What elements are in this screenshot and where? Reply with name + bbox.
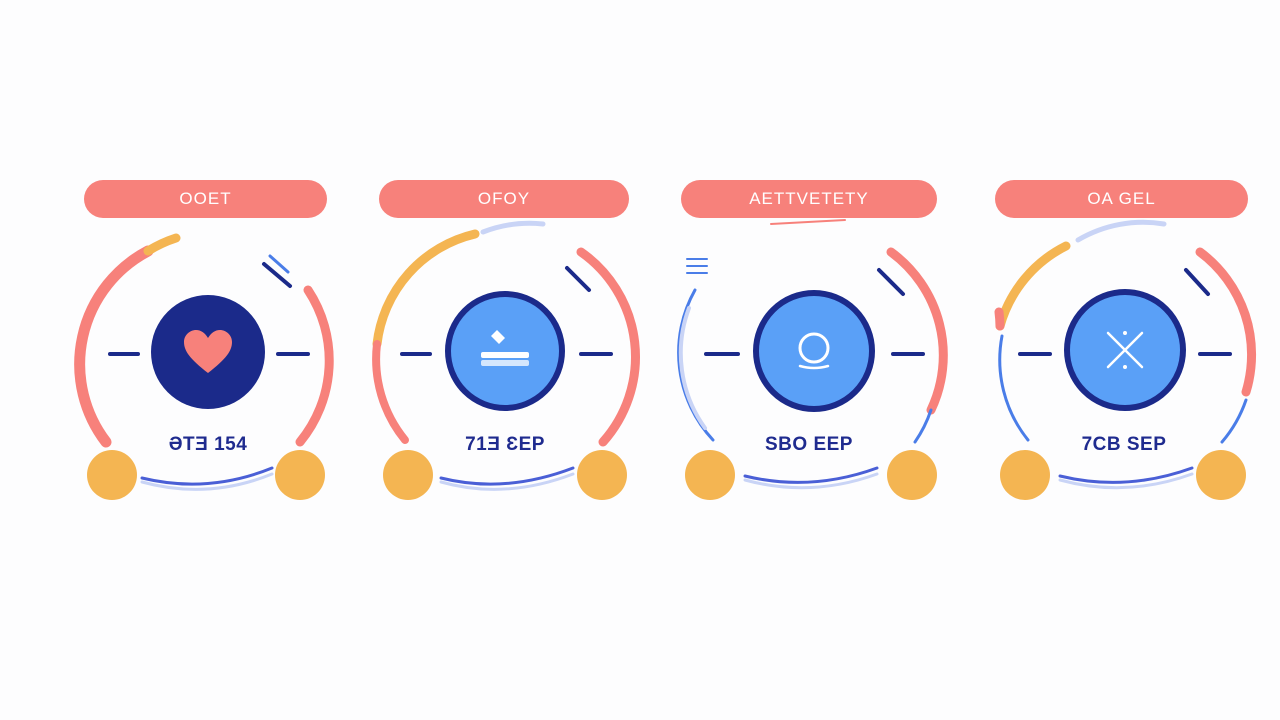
knob-left-4[interactable]	[1000, 450, 1050, 500]
knob-right-1[interactable]	[275, 450, 325, 500]
menu-lines-icon[interactable]	[686, 258, 708, 278]
center-button-2[interactable]	[445, 291, 565, 411]
dash-left-2	[400, 352, 432, 356]
readout-1: ƏTƎ 154	[168, 434, 248, 455]
metric-card-2: OFOY 71Ǝ ƐEP	[372, 178, 640, 508]
knob-left-1[interactable]	[87, 450, 137, 500]
readout-4: 7CB SEP	[1081, 434, 1167, 455]
readout-3: SBO EEP	[765, 434, 853, 455]
knob-right-3[interactable]	[887, 450, 937, 500]
dash-right-4	[1198, 352, 1232, 356]
dash-left-4	[1018, 352, 1052, 356]
ring-icon	[798, 332, 830, 370]
heart-icon	[184, 330, 232, 373]
ring-gauge-2	[372, 220, 640, 491]
dash-left-3	[704, 352, 740, 356]
readout-2: 71Ǝ ƐEP	[465, 434, 545, 455]
knob-right-4[interactable]	[1196, 450, 1246, 500]
cross-icon	[1106, 331, 1144, 369]
ring-gauge-4	[994, 219, 1257, 490]
knob-left-3[interactable]	[685, 450, 735, 500]
card-title-1: OOET	[84, 180, 327, 218]
ring-gauge-3	[677, 219, 948, 490]
knob-right-2[interactable]	[577, 450, 627, 500]
center-button-4[interactable]	[1064, 289, 1186, 411]
pencil-tray-icon	[481, 330, 529, 366]
center-button-1[interactable]	[151, 295, 265, 409]
metric-card-4: OA GEL 7CB SEP	[994, 178, 1257, 508]
center-button-3[interactable]	[753, 290, 875, 412]
card-title-3: AETTVETETY	[681, 180, 937, 218]
metric-card-1: OOET ƏTƎ 154	[74, 178, 338, 508]
dash-right-2	[579, 352, 613, 356]
knob-left-2[interactable]	[383, 450, 433, 500]
dash-right-3	[891, 352, 925, 356]
metric-card-3: AETTVETETY SBO EEP	[677, 178, 948, 508]
dash-left-1	[108, 352, 140, 356]
card-title-2: OFOY	[379, 180, 629, 218]
dash-right-1	[276, 352, 310, 356]
card-title-4: OA GEL	[995, 180, 1248, 218]
ring-gauge-1	[74, 233, 334, 491]
